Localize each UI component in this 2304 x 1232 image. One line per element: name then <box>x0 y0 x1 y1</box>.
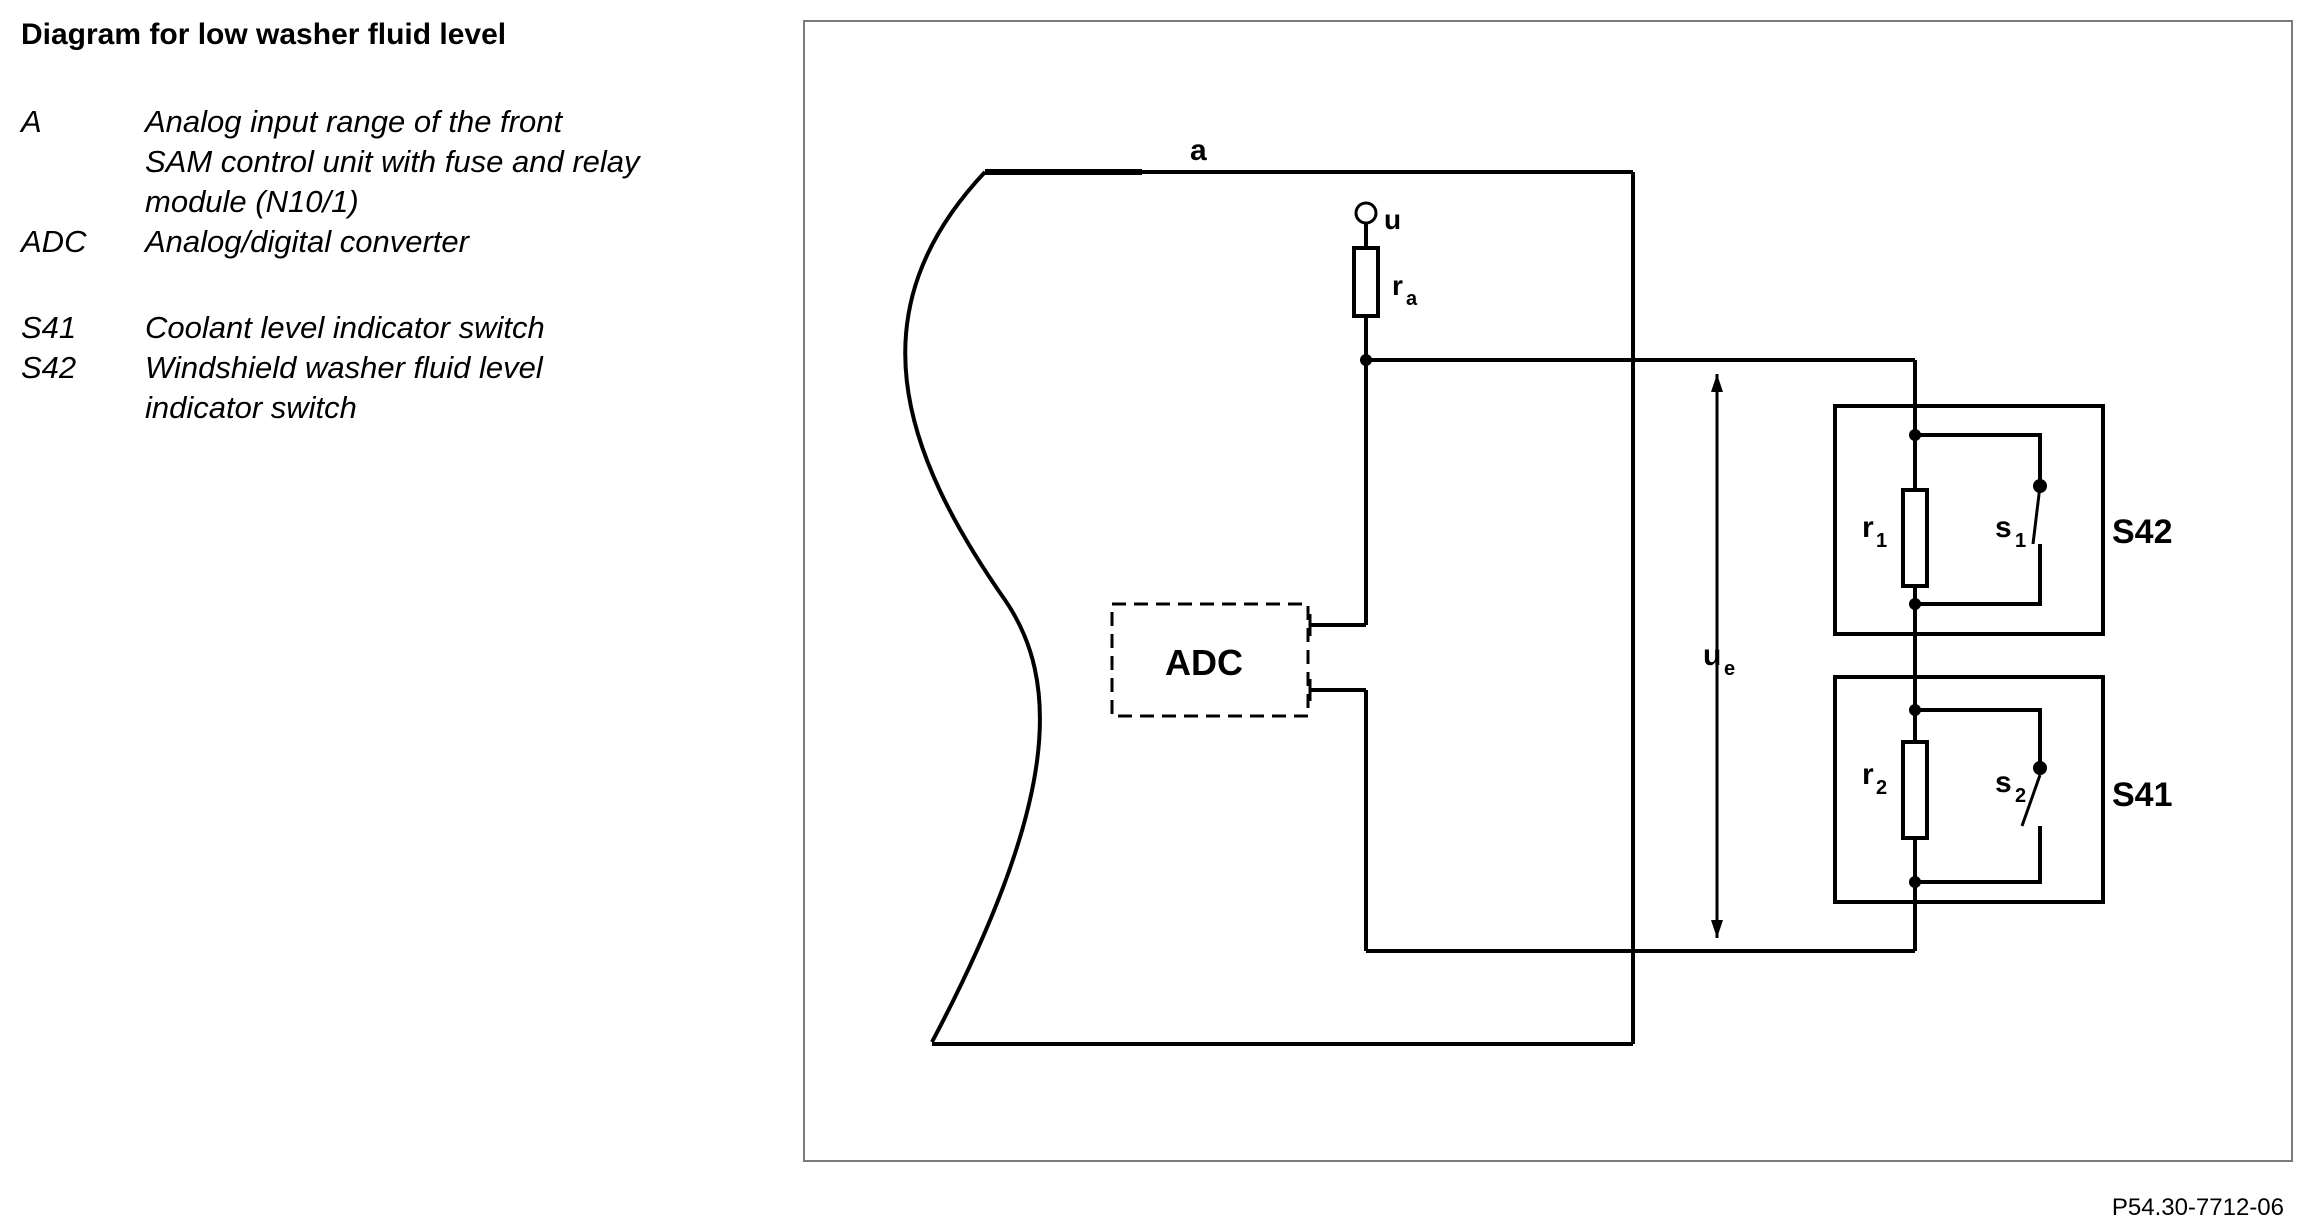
figure-reference: P54.30-7712-06 <box>2111 1194 2284 1221</box>
label-s1-sub: 1 <box>2015 530 2026 552</box>
arrow-head-down <box>1711 920 1723 938</box>
label-r2-sub: 2 <box>1876 777 1887 799</box>
switch-module-s41 <box>1833 675 2105 904</box>
legend-desc: Analog input range of the front SAM cont… <box>145 104 640 219</box>
legend-item-adc: ADC Analog/digital converter <box>21 222 781 262</box>
label-ue: u <box>1703 639 1721 672</box>
wire <box>1915 826 2042 884</box>
junction-dot <box>1909 429 1921 441</box>
label-ue-sub: e <box>1724 658 1735 680</box>
switch-s2-dot <box>2033 761 2047 775</box>
label-r-a: r <box>1392 270 1403 301</box>
label-r1-sub: 1 <box>1876 530 1887 552</box>
adc-label: ADC <box>1165 642 1243 683</box>
control-unit-boundary <box>903 170 1042 1043</box>
legend-code: S41 <box>21 310 77 345</box>
resistor-r2 <box>1901 740 1929 840</box>
page-title: Diagram for low washer fluid level <box>21 18 507 51</box>
switch-s2-contact <box>2020 774 2042 827</box>
legend-item-a: A Analog input range of the front SAM co… <box>21 102 781 222</box>
legend-code: S42 <box>21 350 77 385</box>
label-s1: s <box>1995 511 2012 544</box>
diagram-frame <box>803 20 2293 1162</box>
label-a: a <box>1190 134 1207 167</box>
legend-code: A <box>21 104 42 139</box>
legend-desc: Windshield washer fluid level indicator … <box>145 350 543 425</box>
junction-dot <box>1360 354 1372 366</box>
junction-dot <box>1909 876 1921 888</box>
label-s2-sub: 2 <box>2015 785 2026 807</box>
resistor-r1 <box>1901 488 1929 588</box>
resistor-ra <box>1352 246 1380 318</box>
supply-terminal <box>1354 201 1378 225</box>
legend-item-s41: S41 Coolant level indicator switch <box>21 308 781 348</box>
legend-desc: Analog/digital converter <box>145 224 469 259</box>
wire <box>1915 708 2042 768</box>
junction-dot <box>1909 704 1921 716</box>
label-r1: r <box>1862 511 1874 544</box>
wire <box>1915 433 2042 486</box>
wire <box>1915 544 2042 606</box>
arrow-head-up <box>1711 374 1723 392</box>
label-u: u <box>1384 204 1401 235</box>
switch-module-s42 <box>1833 404 2105 636</box>
legend-code: ADC <box>21 224 87 259</box>
legend-desc: Coolant level indicator switch <box>145 310 545 345</box>
label-s41: S41 <box>2112 776 2173 814</box>
label-s42: S42 <box>2112 513 2173 551</box>
switch-s1-dot <box>2033 479 2047 493</box>
label-r-a-sub: a <box>1406 288 1418 310</box>
legend-item-s42: S42 Windshield washer fluid level indica… <box>21 348 781 428</box>
junction-dot <box>1909 598 1921 610</box>
legend: A Analog input range of the front SAM co… <box>21 102 781 428</box>
label-r2: r <box>1862 758 1874 791</box>
switch-s1-contact <box>2031 485 2042 545</box>
adc-box <box>1110 602 1310 718</box>
label-s2: s <box>1995 766 2012 799</box>
